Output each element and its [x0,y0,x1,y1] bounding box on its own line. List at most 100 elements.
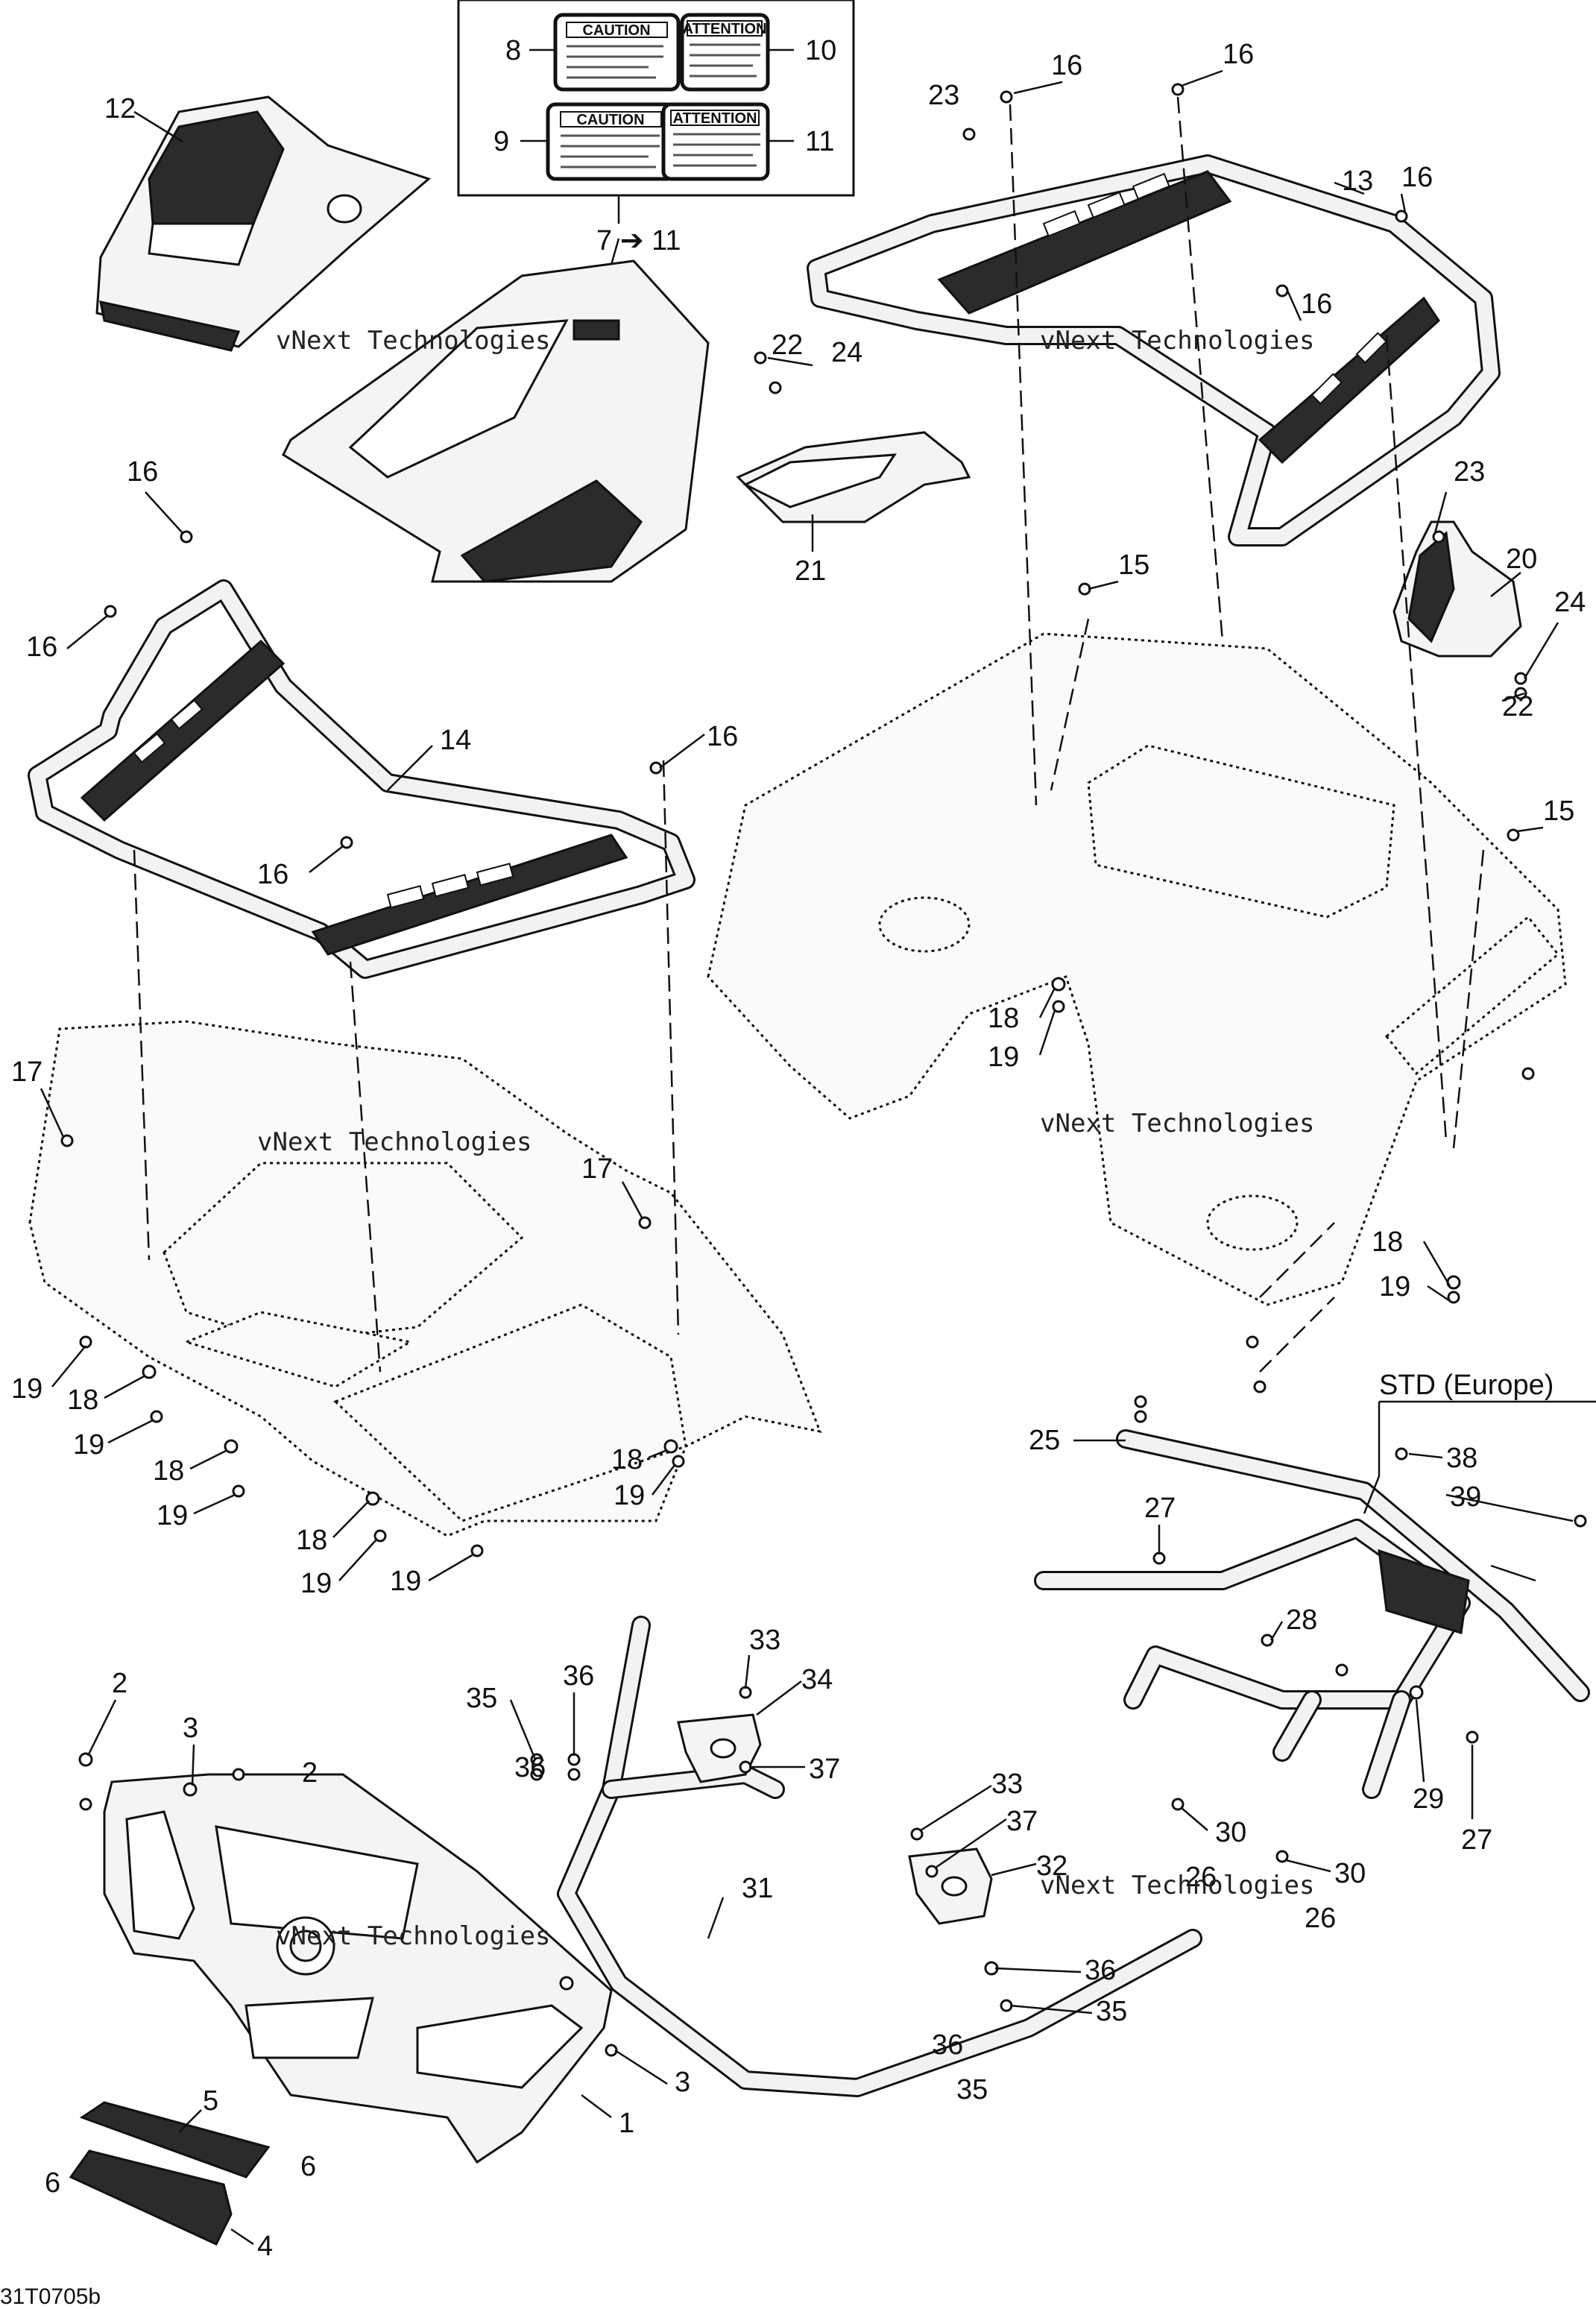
callout-34: 34 [801,1664,833,1695]
callout-18d: 18 [153,1455,184,1487]
callout-19g: 19 [390,1566,421,1597]
callout-17b: 17 [581,1153,613,1185]
callout-2a: 2 [112,1668,127,1699]
callout-1: 1 [619,2108,634,2139]
callout-10: 10 [805,35,836,66]
decal-10-heading: ATTENTION [683,21,767,37]
callout-35b: 35 [1096,1996,1127,2027]
fasteners [60,83,1587,2057]
callout-36a: 36 [563,1660,594,1692]
callout-3a: 3 [183,1713,198,1744]
callout-17a: 17 [11,1056,42,1088]
callout-33b: 33 [991,1768,1023,1800]
callout-25: 25 [1029,1425,1060,1456]
callouts: 16 16 23 16 16 22 24 23 24 22 15 15 16 1… [11,39,1586,2199]
callout-24a: 24 [831,337,862,368]
decal-11: ATTENTION [661,102,770,181]
callout-26b: 26 [1305,1903,1336,1934]
callout-6a: 6 [45,2167,60,2199]
callout-15b: 15 [1543,796,1574,827]
callout-16d: 16 [1301,289,1332,320]
callout-18c: 18 [67,1385,98,1416]
grille-4 [69,2149,233,2246]
callout-23a: 23 [928,80,959,111]
callout-14: 14 [440,725,471,756]
kit-label: 7 ➔ 11 [596,225,681,256]
callout-15a: 15 [1118,549,1149,581]
watermark-4: vNext Technologies [1040,1109,1314,1138]
callout-12: 12 [104,93,136,125]
callout-20: 20 [1506,544,1537,575]
callout-27a: 27 [1144,1493,1176,1524]
callout-30a: 30 [1215,1817,1246,1848]
callout-32: 32 [1036,1850,1067,1882]
callout-26a: 26 [1185,1862,1217,1893]
callout-29: 29 [1413,1783,1444,1815]
callout-24b: 24 [1554,587,1586,618]
leader-lines [40,69,1574,2085]
callout-19e: 19 [157,1500,188,1531]
callout-35c: 35 [956,2074,988,2105]
watermark-1: vNext Technologies [276,326,550,356]
installation-lines [133,96,1485,1373]
callout-30b: 30 [1334,1858,1366,1889]
callout-5: 5 [203,2085,218,2117]
callout-38: 38 [1446,1443,1477,1474]
decal-9-heading: CAUTION [576,112,644,128]
decal-10: ATTENTION [680,13,770,92]
decal-9: CAUTION [546,102,677,181]
watermark-6: vNext Technologies [1040,1871,1314,1900]
rear-rack [807,154,1501,546]
bracket-32 [908,1847,993,1925]
callout-16g: 16 [707,721,738,752]
callout-19a: 19 [988,1042,1019,1073]
callout-37a: 37 [809,1754,840,1785]
callout-19f: 19 [300,1568,332,1599]
callout-13: 13 [1342,166,1373,197]
callout-35a: 35 [466,1683,497,1714]
watermarks: vNext Technologies vNext Technologies vN… [257,326,1314,1951]
decal-inset: CAUTION ATTENTION CAUTION ATTENTION 8 10… [457,0,855,224]
decal-8-heading: CAUTION [582,22,650,39]
callout-16e: 16 [127,456,158,488]
rear-bumper-frame [1034,1429,1590,1799]
callout-28: 28 [1286,1604,1317,1636]
callout-31: 31 [742,1873,773,1904]
callout-2b: 2 [302,1757,318,1789]
callout-33a: 33 [749,1625,780,1656]
callout-4: 4 [257,2231,273,2262]
watermark-5: vNext Technologies [276,1921,550,1951]
callout-16a: 16 [1051,50,1082,81]
callout-21: 21 [795,555,826,587]
callout-37b: 37 [1006,1806,1038,1837]
front-rack [28,579,696,979]
callout-3b: 3 [675,2067,690,2098]
front-fender [28,1020,822,1537]
callout-18a: 18 [988,1003,1019,1034]
callout-18b: 18 [1372,1226,1403,1258]
variant-label: STD (Europe) [1379,1370,1554,1401]
rear-fender [707,632,1567,1306]
decal-11-heading: ATTENTION [673,110,757,127]
callout-18f: 18 [611,1444,643,1475]
front-fascia [282,259,710,583]
callout-16h: 16 [257,859,288,890]
grab-handle-21 [736,431,971,523]
decal-8: CAUTION [553,13,681,92]
callout-16c: 16 [1401,162,1433,193]
callout-18e: 18 [296,1525,327,1556]
callout-19b: 19 [1379,1271,1410,1302]
grille-5 [79,2101,271,2179]
callout-36b: 36 [514,1752,546,1783]
callout-19h: 19 [614,1480,645,1511]
callout-19d: 19 [73,1429,104,1461]
callout-27b: 27 [1461,1824,1492,1856]
watermark-2: vNext Technologies [1040,326,1314,356]
callout-22a: 22 [772,330,803,361]
callout-19c: 19 [11,1373,42,1405]
callout-16f: 16 [26,631,57,663]
callout-16b: 16 [1223,39,1254,70]
callout-23b: 23 [1454,456,1485,488]
callout-11: 11 [805,126,834,157]
